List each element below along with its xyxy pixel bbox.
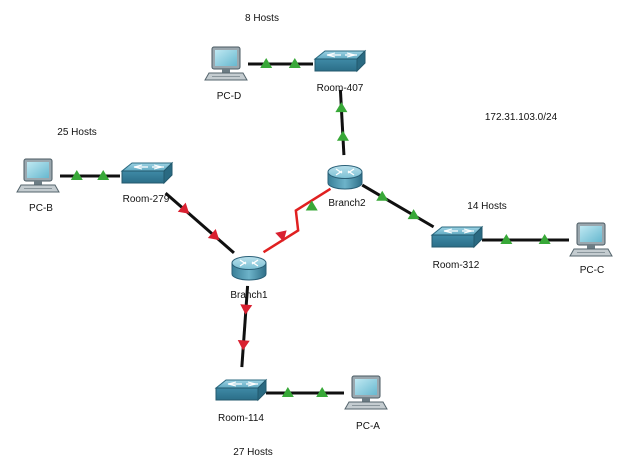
host-count-room407: 8 Hosts [245, 13, 279, 24]
switch-icon[interactable] [214, 378, 268, 402]
link-branch1-branch2[interactable] [262, 187, 332, 254]
pc-icon[interactable] [344, 375, 388, 410]
devices-layer [16, 46, 613, 410]
switch-icon[interactable] [120, 161, 174, 185]
link-branch1-room114-status-b [237, 339, 250, 351]
link-branch1-room114-status-a [240, 304, 253, 315]
link-branch2-room312[interactable] [361, 183, 435, 229]
device-label-branch2: Branch2 [328, 198, 366, 209]
link-pcB-room279-status-a [70, 170, 83, 180]
link-branch1-room114[interactable] [240, 285, 250, 368]
link-branch1-branch2-status-a [275, 230, 287, 242]
switch-icon[interactable] [313, 49, 367, 73]
link-pcD-room407-status-b [288, 58, 301, 68]
link-room312-pcC-status-a [500, 234, 513, 244]
link-room407-branch2-status-a [335, 102, 348, 113]
device-label-room114: Room-114 [218, 413, 264, 424]
device-label-pcA: PC-A [356, 421, 380, 432]
link-room114-pcA-status-b [316, 387, 329, 397]
device-label-room407: Room-407 [317, 83, 364, 94]
link-room279-branch1[interactable] [164, 191, 235, 254]
link-pcD-room407-status-a [260, 58, 273, 68]
link-branch1-branch2-status-b [305, 200, 318, 211]
link-room312-pcC-status-b [538, 234, 551, 244]
device-label-pcB: PC-B [29, 203, 53, 214]
pc-icon[interactable] [204, 46, 248, 81]
network-address: 172.31.103.0/24 [485, 112, 558, 123]
host-count-room114: 27 Hosts [233, 447, 272, 458]
device-label-pcC: PC-C [580, 265, 604, 276]
link-room407-branch2-status-b [336, 130, 349, 141]
link-room279-branch1-status-a [177, 202, 190, 214]
router-icon[interactable] [327, 165, 363, 190]
device-label-branch1: Branch1 [230, 290, 268, 301]
router-icon[interactable] [231, 256, 267, 281]
switch-icon[interactable] [430, 225, 484, 249]
device-label-pcD: PC-D [217, 91, 241, 102]
device-label-room279: Room-279 [123, 194, 170, 205]
pc-icon[interactable] [569, 222, 613, 257]
host-count-room279: 25 Hosts [57, 127, 96, 138]
links-layer [60, 58, 569, 397]
link-room114-pcA-status-a [281, 387, 294, 397]
pc-icon[interactable] [16, 158, 60, 193]
host-count-room312: 14 Hosts [467, 201, 506, 212]
link-branch2-room312-status-a [376, 190, 389, 201]
device-label-room312: Room-312 [433, 260, 480, 271]
link-room407-branch2[interactable] [338, 89, 346, 156]
link-pcB-room279-status-b [97, 170, 110, 180]
link-room279-branch1-status-b [207, 228, 220, 241]
link-branch2-room312-status-b [407, 209, 420, 220]
